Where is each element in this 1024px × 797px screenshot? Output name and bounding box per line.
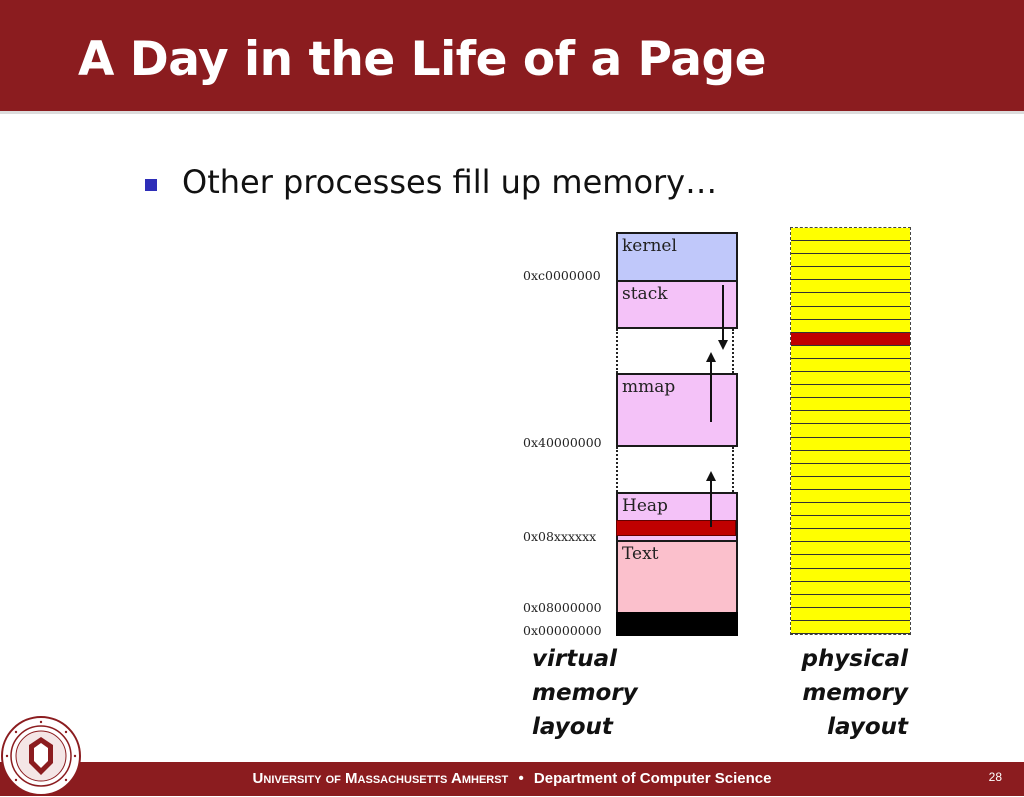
segment-stack-label: stack bbox=[622, 284, 668, 304]
bullet-text: Other processes fill up memory… bbox=[182, 163, 718, 201]
physical-frame bbox=[791, 489, 910, 504]
footer-separator: • bbox=[518, 770, 524, 787]
address-text-base: 0x08000000 bbox=[523, 600, 602, 615]
unmapped-gap-upper bbox=[616, 329, 734, 373]
physical-frame bbox=[791, 241, 910, 255]
physical-frame bbox=[791, 293, 910, 307]
physical-frame bbox=[791, 542, 910, 556]
physical-frame bbox=[791, 529, 910, 543]
physical-frame bbox=[791, 503, 910, 517]
heap-page-highlight bbox=[616, 520, 736, 536]
physical-frame bbox=[791, 254, 910, 268]
physical-frame bbox=[791, 568, 910, 582]
segment-text: Text bbox=[616, 540, 738, 614]
segment-stack: stack bbox=[616, 280, 738, 329]
stack-growth-arrow-down-icon bbox=[718, 340, 728, 350]
physical-frame-highlighted bbox=[791, 332, 910, 346]
physical-memory-caption: physical memory layout bbox=[700, 642, 908, 744]
heap-growth-arrow-up-icon bbox=[706, 471, 716, 481]
segment-reserved-low bbox=[616, 612, 738, 636]
title-bar: A Day in the Life of a Page bbox=[0, 0, 1024, 111]
bullet-square-icon bbox=[145, 179, 157, 191]
physical-frame bbox=[791, 280, 910, 294]
physical-frame bbox=[791, 594, 910, 608]
segment-heap-label: Heap bbox=[622, 496, 668, 516]
footer-bar: University of Massachusetts Amherst • De… bbox=[0, 762, 1024, 796]
mmap-growth-arrow-line bbox=[710, 362, 712, 422]
physical-frame bbox=[791, 319, 910, 333]
physical-frame bbox=[791, 450, 910, 464]
footer-department: Department of Computer Science bbox=[533, 770, 772, 787]
address-mmap-base: 0x40000000 bbox=[523, 435, 602, 450]
physical-frame bbox=[791, 267, 910, 281]
address-zero: 0x00000000 bbox=[523, 623, 602, 638]
address-kernel-base: 0xc0000000 bbox=[523, 268, 601, 283]
segment-mmap: mmap bbox=[616, 373, 738, 447]
physical-frame bbox=[791, 607, 910, 621]
segment-mmap-label: mmap bbox=[622, 377, 676, 397]
physical-frame bbox=[791, 424, 910, 438]
physical-caption-line-2: memory bbox=[802, 680, 908, 706]
stack-growth-arrow-line bbox=[722, 285, 724, 340]
virtual-caption-line-3: layout bbox=[532, 714, 613, 740]
segment-kernel: kernel bbox=[616, 232, 738, 282]
physical-frame bbox=[791, 516, 910, 530]
title-bar-divider bbox=[0, 111, 1024, 114]
physical-frame bbox=[791, 463, 910, 477]
heap-growth-arrow-line bbox=[710, 481, 712, 527]
unmapped-gap-lower bbox=[616, 447, 734, 492]
physical-caption-line-1: physical bbox=[801, 646, 908, 672]
physical-frame bbox=[791, 385, 910, 399]
segment-text-label: Text bbox=[622, 544, 659, 564]
physical-caption-line-3: layout bbox=[827, 714, 908, 740]
physical-frame bbox=[791, 398, 910, 412]
virtual-memory-caption: virtual memory layout bbox=[532, 642, 638, 744]
page-number: 28 bbox=[988, 770, 1002, 784]
slide-title: A Day in the Life of a Page bbox=[78, 32, 766, 87]
virtual-caption-line-1: virtual bbox=[532, 646, 617, 672]
segment-kernel-label: kernel bbox=[622, 236, 677, 256]
physical-frame bbox=[791, 555, 910, 569]
mmap-growth-arrow-up-icon bbox=[706, 352, 716, 362]
footer-text: University of Massachusetts Amherst • De… bbox=[0, 770, 1024, 787]
physical-memory-diagram bbox=[790, 227, 911, 635]
physical-frame bbox=[791, 411, 910, 425]
university-seal-logo bbox=[1, 716, 81, 796]
physical-frame bbox=[791, 358, 910, 373]
footer-university: University of Massachusetts Amherst bbox=[252, 770, 509, 787]
physical-frame bbox=[791, 581, 910, 595]
address-heap-base: 0x08xxxxxx bbox=[523, 529, 597, 544]
physical-frame bbox=[791, 372, 910, 386]
physical-frame bbox=[791, 345, 910, 359]
physical-frame bbox=[791, 306, 910, 320]
physical-frame bbox=[791, 228, 910, 242]
physical-frame bbox=[791, 437, 910, 451]
physical-frame bbox=[791, 620, 910, 634]
virtual-caption-line-2: memory bbox=[532, 680, 638, 706]
physical-frame bbox=[791, 476, 910, 490]
